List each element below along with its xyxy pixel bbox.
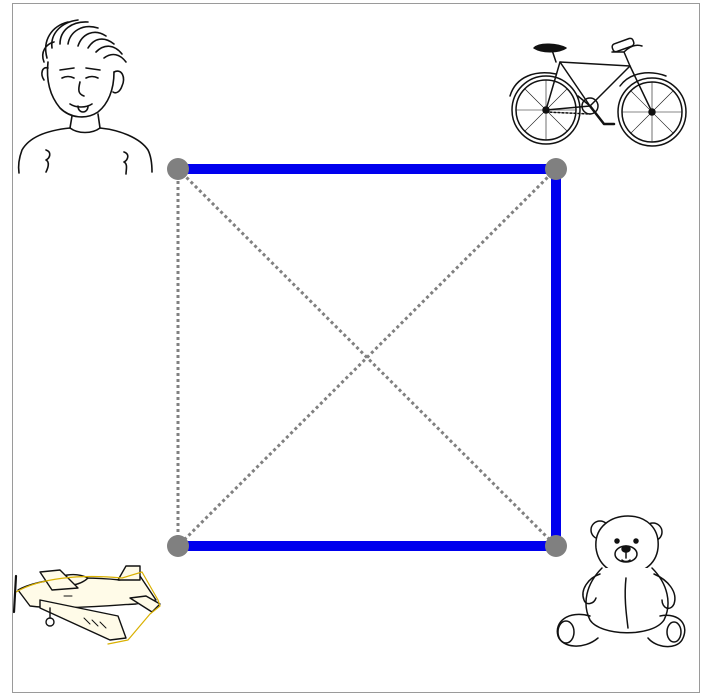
person-icon[interactable]	[19, 20, 152, 174]
node-dot-airplane[interactable]	[167, 535, 189, 557]
node-dot-bicycle[interactable]	[545, 158, 567, 180]
airplane-icon[interactable]	[14, 566, 160, 644]
bicycle-icon[interactable]	[510, 37, 686, 146]
node-dot-person[interactable]	[167, 158, 189, 180]
teddy-bear-icon[interactable]	[557, 516, 684, 647]
edges-group	[178, 169, 556, 546]
node-dot-teddy-bear[interactable]	[545, 535, 567, 557]
